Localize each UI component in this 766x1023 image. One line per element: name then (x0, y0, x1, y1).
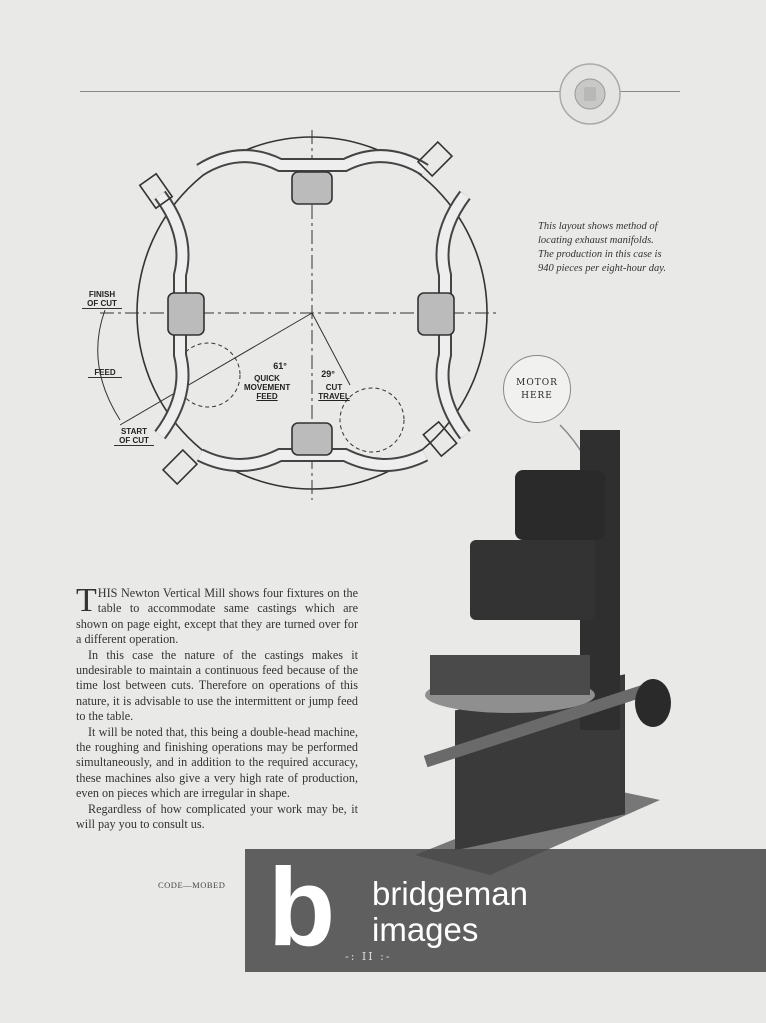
watermark-text: bridgeman images (372, 876, 528, 948)
label-feed: FEED (88, 368, 122, 378)
caption-line: locating exhaust manifolds. (538, 235, 654, 246)
header-rule (80, 91, 680, 92)
caption-line: 940 pieces per eight-hour day. (538, 263, 667, 274)
label-angle-61: 61° (273, 361, 287, 371)
caption-line: The production in this case is (538, 249, 662, 260)
vertical-mill-photo (415, 424, 671, 875)
page-number: -: II :- (345, 950, 392, 963)
motor-callout-line: HERE (521, 391, 553, 401)
watermark-banner (245, 849, 766, 972)
paragraph: Regardless of how complicated your work … (76, 801, 358, 832)
motor-callout-line: MOTOR (516, 378, 558, 388)
consolidated-logo (559, 63, 621, 125)
code-word: CODE—MOBED (158, 880, 226, 890)
drop-cap: T (76, 582, 97, 619)
watermark-line: bridgeman (372, 875, 528, 912)
motor-callout: MOTOR HERE (503, 355, 571, 423)
paragraph: It will be noted that, this being a doub… (76, 724, 358, 801)
caption-line: This layout shows method of (538, 221, 658, 232)
watermark-logo-mark: b (268, 846, 336, 969)
watermark-line: images (372, 911, 479, 948)
label-angle-29: 29° (321, 369, 335, 379)
paragraph: In this case the nature of the castings … (76, 647, 358, 724)
diagram-caption: This layout shows method of locating exh… (538, 220, 718, 276)
fixture-layout-diagram (97, 130, 500, 500)
